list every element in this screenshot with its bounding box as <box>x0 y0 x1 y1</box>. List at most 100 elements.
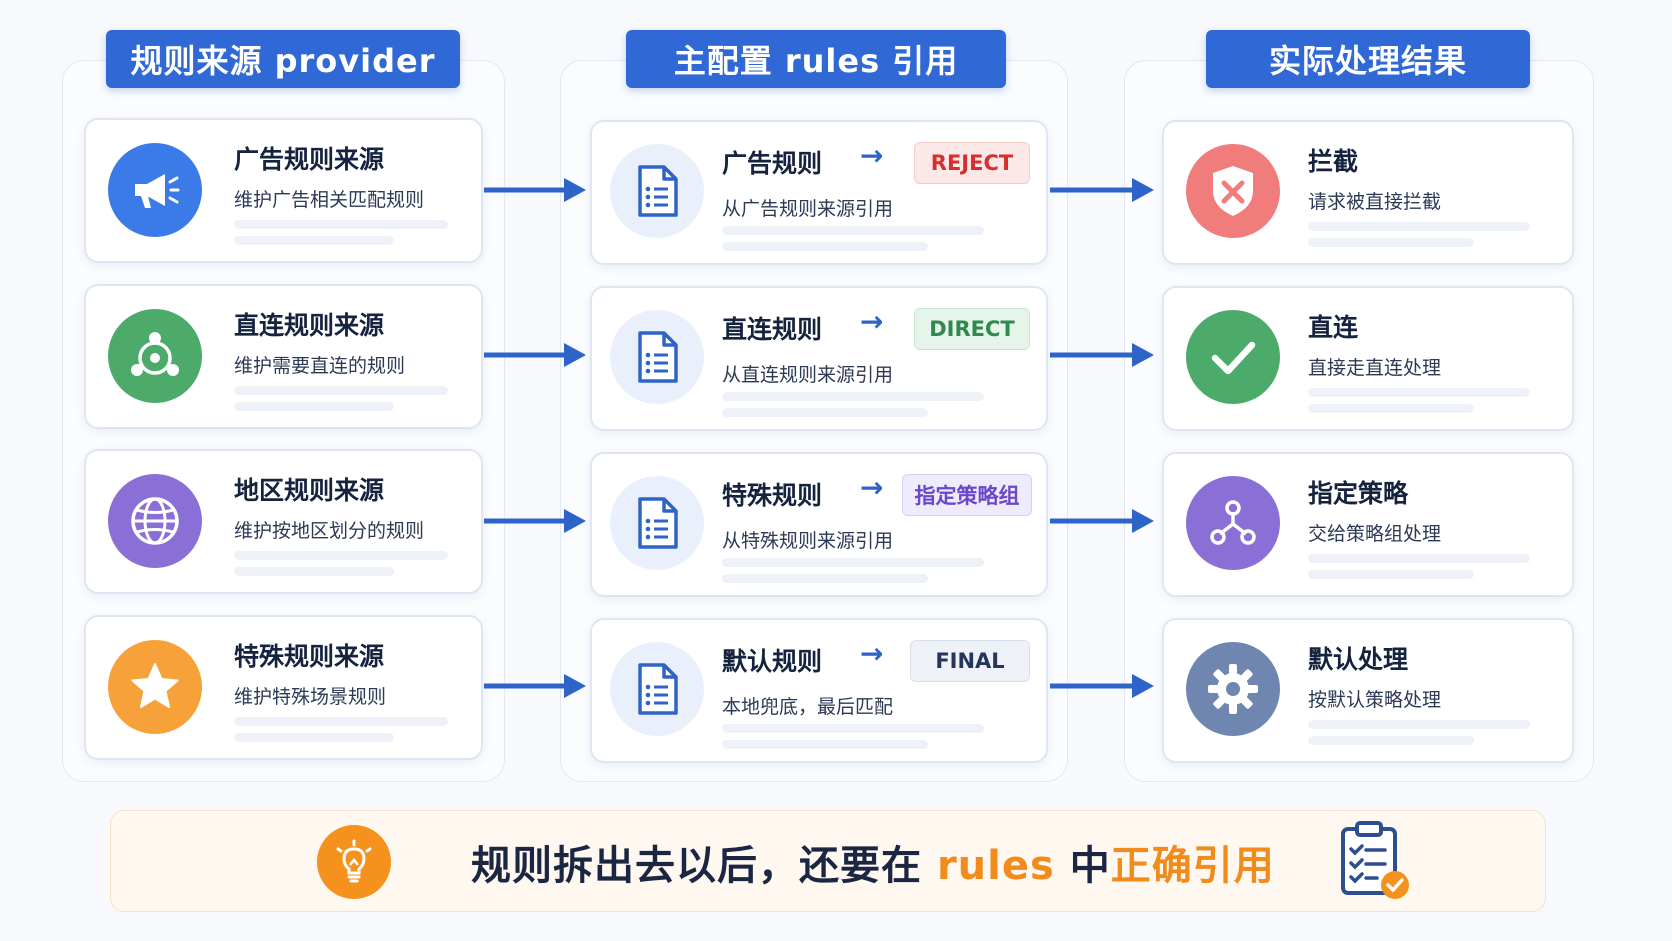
provider-card-direct: 直连规则来源 维护需要直连的规则 <box>84 284 483 429</box>
placeholder-bar <box>234 402 394 411</box>
rule-desc: 本地兜底，最后匹配 <box>722 696 894 718</box>
rule-desc: 从特殊规则来源引用 <box>722 530 894 552</box>
rule-desc: 从直连规则来源引用 <box>722 364 894 386</box>
result-desc: 直接走直连处理 <box>1308 357 1442 379</box>
rule-card-direct: 直连规则 → DIRECT 从直连规则来源引用 <box>590 286 1048 431</box>
placeholder-bar <box>722 392 984 401</box>
checklist-icon <box>1341 821 1409 899</box>
rule-card-ad: 广告规则 → REJECT 从广告规则来源引用 <box>590 120 1048 265</box>
footer-text-highlight: 正确引用 <box>1110 843 1275 889</box>
placeholder-bar <box>722 408 928 417</box>
result-card-reject: 拦截 请求被直接拦截 <box>1162 120 1574 265</box>
placeholder-bar <box>234 236 394 245</box>
result-title: 拦截 <box>1308 147 1359 176</box>
network-hub-icon <box>131 332 179 376</box>
provider-card-region: 地区规则来源 维护按地区划分的规则 <box>84 449 483 594</box>
rule-icon-circle <box>610 642 704 736</box>
flow-arrow-icon <box>1050 178 1154 202</box>
footer-message: 规则拆出去以后，还要在 rules 中正确引用 <box>471 833 1275 891</box>
rule-arrow: → <box>860 637 884 670</box>
result-title: 默认处理 <box>1308 645 1409 674</box>
flow-arrow-icon <box>1050 674 1154 698</box>
rule-icon-circle <box>610 476 704 570</box>
placeholder-bar <box>234 733 394 742</box>
provider-desc: 维护按地区划分的规则 <box>234 520 425 542</box>
results-column-title: 实际处理结果 <box>1206 30 1530 88</box>
result-title: 指定策略 <box>1308 479 1409 508</box>
placeholder-bar <box>722 558 984 567</box>
placeholder-bar <box>234 220 448 229</box>
result-card-policy: 指定策略 交给策略组处理 <box>1162 452 1574 597</box>
placeholder-bar <box>1308 736 1474 745</box>
flow-arrow-icon <box>484 509 586 533</box>
result-icon-circle <box>1186 144 1280 238</box>
placeholder-bar <box>234 567 394 576</box>
rule-icon-circle <box>610 310 704 404</box>
provider-desc: 维护需要直连的规则 <box>234 355 406 377</box>
rule-title: 直连规则 <box>722 315 823 344</box>
document-icon <box>638 165 678 217</box>
placeholder-bar <box>234 386 448 395</box>
megaphone-icon <box>135 174 180 208</box>
provider-title: 广告规则来源 <box>234 145 385 174</box>
rule-arrow: → <box>860 139 884 172</box>
placeholder-bar <box>722 242 928 251</box>
provider-title: 特殊规则来源 <box>234 642 385 671</box>
provider-icon-circle <box>108 640 202 734</box>
action-badge-policy-group: 指定策略组 <box>902 474 1032 516</box>
shield-x-icon <box>1213 166 1253 216</box>
rule-title: 特殊规则 <box>722 481 823 510</box>
lightbulb-icon-circle <box>317 825 391 899</box>
rule-desc: 从广告规则来源引用 <box>722 198 894 220</box>
placeholder-bar <box>1308 570 1474 579</box>
flow-arrow-icon <box>484 343 586 367</box>
provider-title: 直连规则来源 <box>234 311 385 340</box>
rules-column-title: 主配置 rules 引用 <box>626 30 1006 88</box>
provider-card-ad: 广告规则来源 维护广告相关匹配规则 <box>84 118 483 263</box>
provider-icon-circle <box>108 143 202 237</box>
action-badge-final: FINAL <box>910 640 1030 682</box>
result-card-default: 默认处理 按默认策略处理 <box>1162 618 1574 763</box>
placeholder-bar <box>1308 388 1530 397</box>
rule-card-default: 默认规则 → FINAL 本地兜底，最后匹配 <box>590 618 1048 763</box>
document-icon <box>638 497 678 549</box>
provider-icon-circle <box>108 309 202 403</box>
document-icon <box>638 663 678 715</box>
footer-text-part: 规则拆出去以后，还要在 <box>471 843 937 889</box>
placeholder-bar <box>722 724 984 733</box>
globe-icon <box>131 497 179 545</box>
result-icon-circle <box>1186 476 1280 570</box>
placeholder-bar <box>722 740 928 749</box>
result-card-direct: 直连 直接走直连处理 <box>1162 286 1574 431</box>
rule-icon-circle <box>610 144 704 238</box>
placeholder-bar <box>1308 222 1530 231</box>
flow-arrow-icon <box>484 178 586 202</box>
placeholder-bar <box>722 574 928 583</box>
rule-card-special: 特殊规则 → 指定策略组 从特殊规则来源引用 <box>590 452 1048 597</box>
footer-text-part: 中 <box>1054 843 1111 889</box>
flow-arrow-icon <box>484 674 586 698</box>
result-desc: 交给策略组处理 <box>1308 523 1442 545</box>
provider-column-title: 规则来源 provider <box>106 30 460 88</box>
result-desc: 按默认策略处理 <box>1308 689 1442 711</box>
placeholder-bar <box>722 226 984 235</box>
placeholder-bar <box>1308 720 1530 729</box>
provider-icon-circle <box>108 474 202 568</box>
footer-banner: 规则拆出去以后，还要在 rules 中正确引用 <box>110 810 1546 912</box>
star-icon <box>131 663 179 708</box>
provider-card-special: 特殊规则来源 维护特殊场景规则 <box>84 615 483 760</box>
flow-arrow-icon <box>1050 509 1154 533</box>
gear-icon <box>1208 664 1258 714</box>
action-badge-direct: DIRECT <box>914 308 1030 350</box>
rule-arrow: → <box>860 305 884 338</box>
rule-title: 广告规则 <box>722 149 823 178</box>
result-title: 直连 <box>1308 313 1359 342</box>
placeholder-bar <box>1308 404 1474 413</box>
provider-desc: 维护特殊场景规则 <box>234 686 387 708</box>
footer-text-rules: rules <box>936 843 1055 889</box>
placeholder-bar <box>1308 238 1474 247</box>
rule-title: 默认规则 <box>722 647 823 676</box>
result-desc: 请求被直接拦截 <box>1308 191 1442 213</box>
action-badge-reject: REJECT <box>914 142 1030 184</box>
document-icon <box>638 331 678 383</box>
